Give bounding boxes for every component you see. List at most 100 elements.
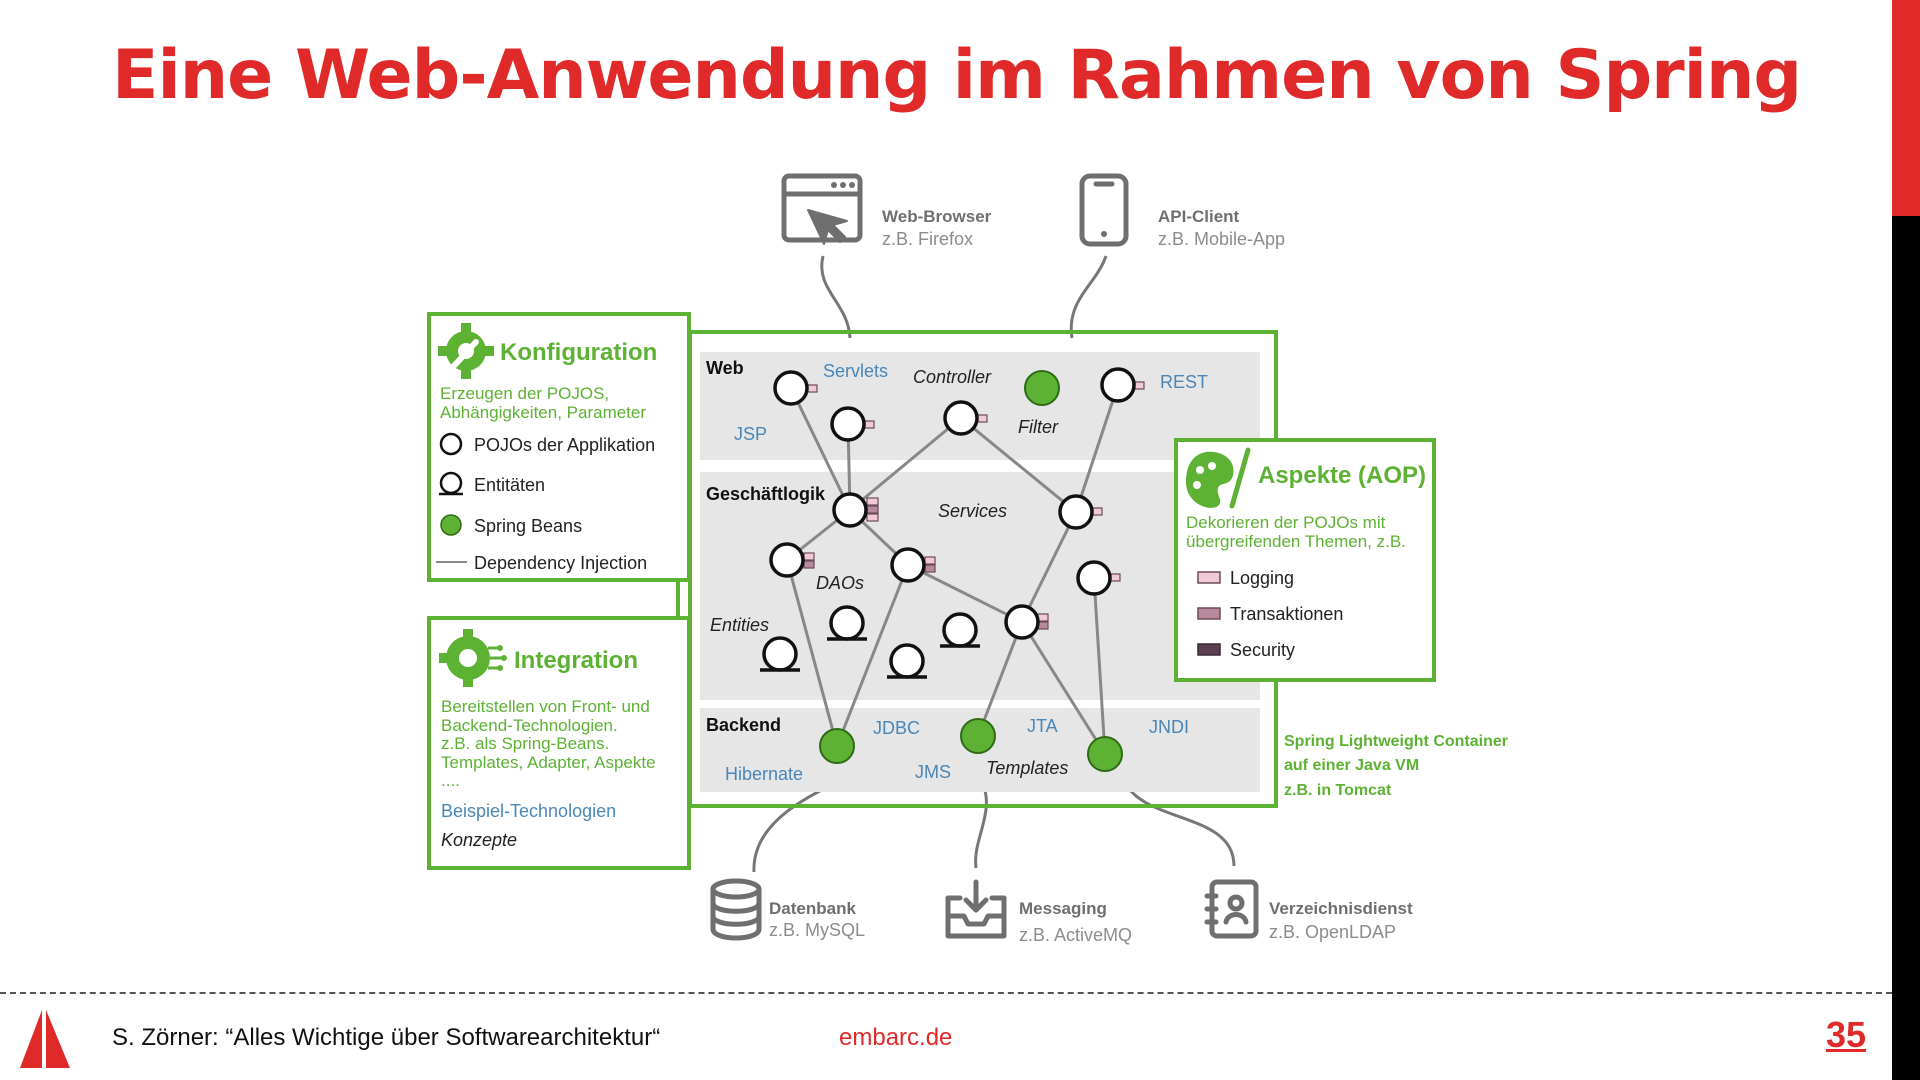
api-client-connection bbox=[1069, 255, 1108, 339]
legend-transaktionen-symbol bbox=[1197, 607, 1221, 620]
palette-icon bbox=[1186, 447, 1251, 509]
logging-marker bbox=[1110, 573, 1121, 582]
integration-legend-concept: Konzepte bbox=[441, 830, 517, 850]
logging-marker bbox=[924, 556, 936, 565]
di-line bbox=[1074, 384, 1120, 513]
tech-rest: REST bbox=[1160, 372, 1208, 392]
layer-title-web: Web bbox=[706, 358, 744, 378]
api-client-example: z.B. Mobile-App bbox=[1158, 229, 1285, 249]
spring-bean-node bbox=[819, 728, 855, 764]
slide-title: Eine Web-Anwendung im Rahmen von Spring bbox=[112, 36, 1802, 115]
integration-gear-icon bbox=[439, 629, 507, 687]
logging-marker bbox=[1092, 507, 1103, 516]
aspekte-desc-line2: übergreifenden Themen, z.B. bbox=[1186, 532, 1406, 551]
technology-labels: Servlets JSP REST JDBC JTA JNDI Hibernat… bbox=[725, 361, 1208, 784]
spring-architecture-diagram: Web Geschäftlogik Backend Servlets JSP R… bbox=[427, 173, 1508, 945]
legend-bean: Spring Beans bbox=[474, 516, 582, 536]
concept-labels: Controller Filter Services DAOs Entities… bbox=[710, 367, 1068, 778]
pojo-nodes bbox=[769, 367, 1136, 640]
container-caption: Spring Lightweight Container auf einer J… bbox=[1284, 733, 1508, 799]
messaging-example: z.B. ActiveMQ bbox=[1019, 925, 1132, 945]
logging-marker bbox=[803, 552, 815, 561]
spring-bean-node bbox=[1024, 370, 1060, 406]
legend-bean-symbol bbox=[440, 514, 462, 536]
browser-example: z.B. Firefox bbox=[882, 229, 973, 249]
tech-servlets: Servlets bbox=[823, 361, 888, 381]
footer-divider bbox=[0, 992, 1892, 994]
di-line bbox=[907, 563, 1023, 624]
di-line bbox=[1092, 577, 1107, 755]
entity-node bbox=[829, 605, 865, 641]
spring-bean-nodes bbox=[819, 370, 1123, 772]
container-caption-line3: z.B. in Tomcat bbox=[1284, 782, 1392, 799]
entity-node bbox=[889, 643, 925, 679]
integration-desc-line1: Bereitstellen von Front- und bbox=[441, 697, 650, 716]
api-client-name: API-Client bbox=[1158, 207, 1240, 226]
integration-desc-line5: .... bbox=[441, 771, 460, 790]
logging-marker bbox=[1134, 381, 1145, 390]
integration-desc-line3: z.B. als Spring-Beans. bbox=[441, 734, 609, 753]
legend-logging-symbol bbox=[1197, 571, 1221, 584]
inbox-icon bbox=[945, 879, 1007, 939]
entity-nodes bbox=[760, 605, 980, 679]
browser-icon bbox=[781, 173, 863, 245]
legend-entity-symbol bbox=[439, 471, 463, 495]
concept-templates: Templates bbox=[986, 758, 1068, 778]
mobile-icon bbox=[1079, 173, 1129, 247]
integration-title: Integration bbox=[514, 647, 638, 674]
concept-services: Services bbox=[938, 501, 1007, 521]
konfiguration-desc-line2: Abhängigkeiten, Parameter bbox=[440, 403, 646, 422]
mobile-button bbox=[1101, 231, 1107, 237]
legend-di: Dependency Injection bbox=[474, 553, 647, 573]
footer-citation: S. Zörner: “Alles Wichtige über Software… bbox=[112, 1024, 661, 1051]
spring-bean-node bbox=[1087, 736, 1123, 772]
tech-jms: JMS bbox=[915, 762, 951, 782]
di-line bbox=[960, 416, 1077, 514]
tech-jta: JTA bbox=[1027, 716, 1058, 736]
pojo-node bbox=[943, 400, 979, 436]
concept-daos: DAOs bbox=[816, 573, 864, 593]
verzeichnis-example: z.B. OpenLDAP bbox=[1269, 922, 1396, 942]
legend-pojo-symbol bbox=[439, 432, 463, 456]
tech-jsp: JSP bbox=[734, 424, 767, 444]
integration-desc-line4: Templates, Adapter, Aspekte bbox=[441, 753, 656, 772]
spring-bean-node bbox=[960, 718, 996, 754]
concept-filter: Filter bbox=[1018, 417, 1059, 437]
database-icon bbox=[710, 878, 762, 941]
logging-marker bbox=[977, 414, 988, 423]
integration-box: Integration Bereitstellen von Front- und… bbox=[427, 616, 691, 870]
logging-marker bbox=[866, 513, 879, 522]
di-line bbox=[785, 559, 839, 747]
legend-logging: Logging bbox=[1230, 568, 1294, 588]
pojo-node bbox=[769, 542, 805, 578]
pojo-node bbox=[1100, 367, 1136, 403]
integration-desc-line2: Backend-Technologien. bbox=[441, 716, 618, 735]
external-icons bbox=[710, 173, 1259, 941]
integration-legend-tech: Beispiel-Technologien bbox=[441, 801, 616, 821]
konfiguration-box: Konfiguration Erzeugen der POJOS, Abhäng… bbox=[427, 312, 691, 582]
pojo-node bbox=[773, 370, 809, 406]
concept-controller: Controller bbox=[913, 367, 992, 387]
legend-security: Security bbox=[1230, 640, 1295, 660]
di-line bbox=[1020, 511, 1078, 623]
di-line bbox=[849, 416, 962, 512]
tech-hibernate: Hibernate bbox=[725, 764, 803, 784]
footer-site-link[interactable]: embarc.de bbox=[839, 1024, 953, 1051]
konfiguration-title: Konfiguration bbox=[500, 339, 657, 366]
layer-title-geschaeft: Geschäftlogik bbox=[706, 484, 826, 504]
verzeichnis-name: Verzeichnisdienst bbox=[1269, 899, 1413, 918]
page-number: 35 bbox=[1826, 1014, 1867, 1055]
browser-dots bbox=[831, 182, 855, 188]
legend-transaktionen: Transaktionen bbox=[1230, 604, 1343, 624]
address-book-icon bbox=[1204, 879, 1259, 939]
wrench-gear-icon bbox=[438, 323, 494, 379]
messaging-name: Messaging bbox=[1019, 899, 1107, 918]
container-caption-line1: Spring Lightweight Container bbox=[1284, 733, 1508, 750]
di-line bbox=[835, 564, 910, 747]
tech-jdbc: JDBC bbox=[873, 718, 920, 738]
logging-marker bbox=[807, 384, 818, 393]
pojo-node bbox=[1004, 604, 1040, 640]
legend-security-symbol bbox=[1197, 643, 1221, 656]
aspekte-title: Aspekte (AOP) bbox=[1258, 462, 1426, 489]
datenbank-connection bbox=[752, 780, 839, 873]
